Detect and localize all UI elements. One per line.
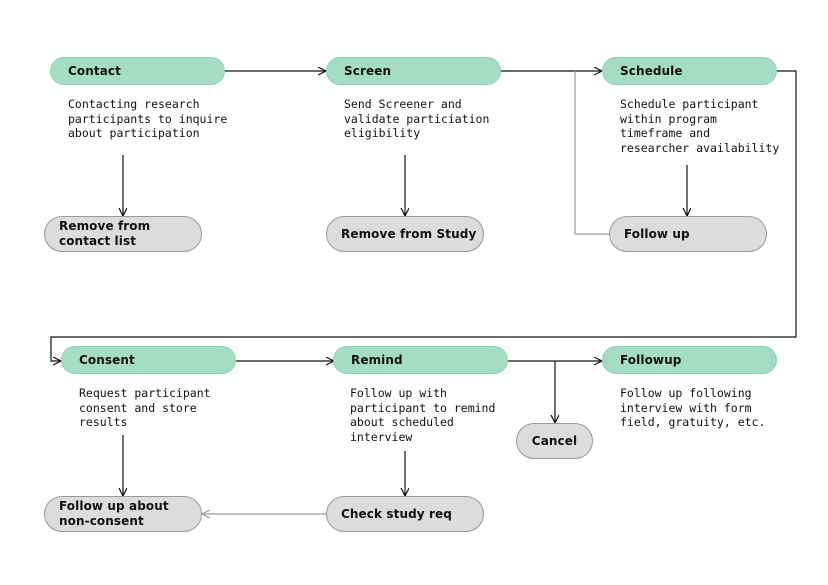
step-schedule-description: Schedule participant within program time… xyxy=(620,97,780,155)
outcome-remove-from-study-label: Remove from Study xyxy=(341,226,477,241)
outcome-check-study-req-label: Check study req xyxy=(341,506,452,521)
outcome-remove-from-study[interactable]: Remove from Study xyxy=(326,216,484,252)
step-remind[interactable]: Remind xyxy=(333,346,508,374)
step-remind-label: Remind xyxy=(351,353,403,367)
outcome-remove-from-contact-list-label: Remove from contact list xyxy=(59,219,151,248)
step-screen-label: Screen xyxy=(344,64,392,78)
outcome-non-consent-label: Follow up about non-consent xyxy=(59,499,169,528)
outcome-cancel[interactable]: Cancel xyxy=(516,423,593,459)
outcome-follow-up[interactable]: Follow up xyxy=(609,216,767,252)
step-screen-description: Send Screener and validate particiation … xyxy=(344,97,490,140)
step-followup-description: Follow up following interview with form … xyxy=(620,386,766,429)
step-contact-description: Contacting research participants to inqu… xyxy=(68,97,228,140)
step-screen[interactable]: Screen xyxy=(326,57,501,85)
step-contact-label: Contact xyxy=(68,64,121,78)
step-schedule[interactable]: Schedule xyxy=(602,57,777,85)
outcome-remove-from-contact-list[interactable]: Remove from contact list xyxy=(44,216,202,252)
step-consent[interactable]: Consent xyxy=(61,346,236,374)
step-consent-label: Consent xyxy=(79,353,135,367)
step-followup[interactable]: Followup xyxy=(602,346,777,374)
outcome-cancel-label: Cancel xyxy=(531,433,578,448)
outcome-follow-up-about-non-consent[interactable]: Follow up about non-consent xyxy=(44,496,202,532)
step-contact[interactable]: Contact xyxy=(50,57,225,85)
outcome-follow-up-label: Follow up xyxy=(624,226,690,241)
step-followup-label: Followup xyxy=(620,353,682,367)
step-remind-description: Follow up with participant to remind abo… xyxy=(350,386,496,444)
step-schedule-label: Schedule xyxy=(620,64,683,78)
step-consent-description: Request participant consent and store re… xyxy=(79,386,211,429)
arrow-schedule-consent xyxy=(50,70,797,361)
loop-followup-schedule xyxy=(574,71,609,235)
outcome-check-study-req[interactable]: Check study req xyxy=(326,496,484,532)
